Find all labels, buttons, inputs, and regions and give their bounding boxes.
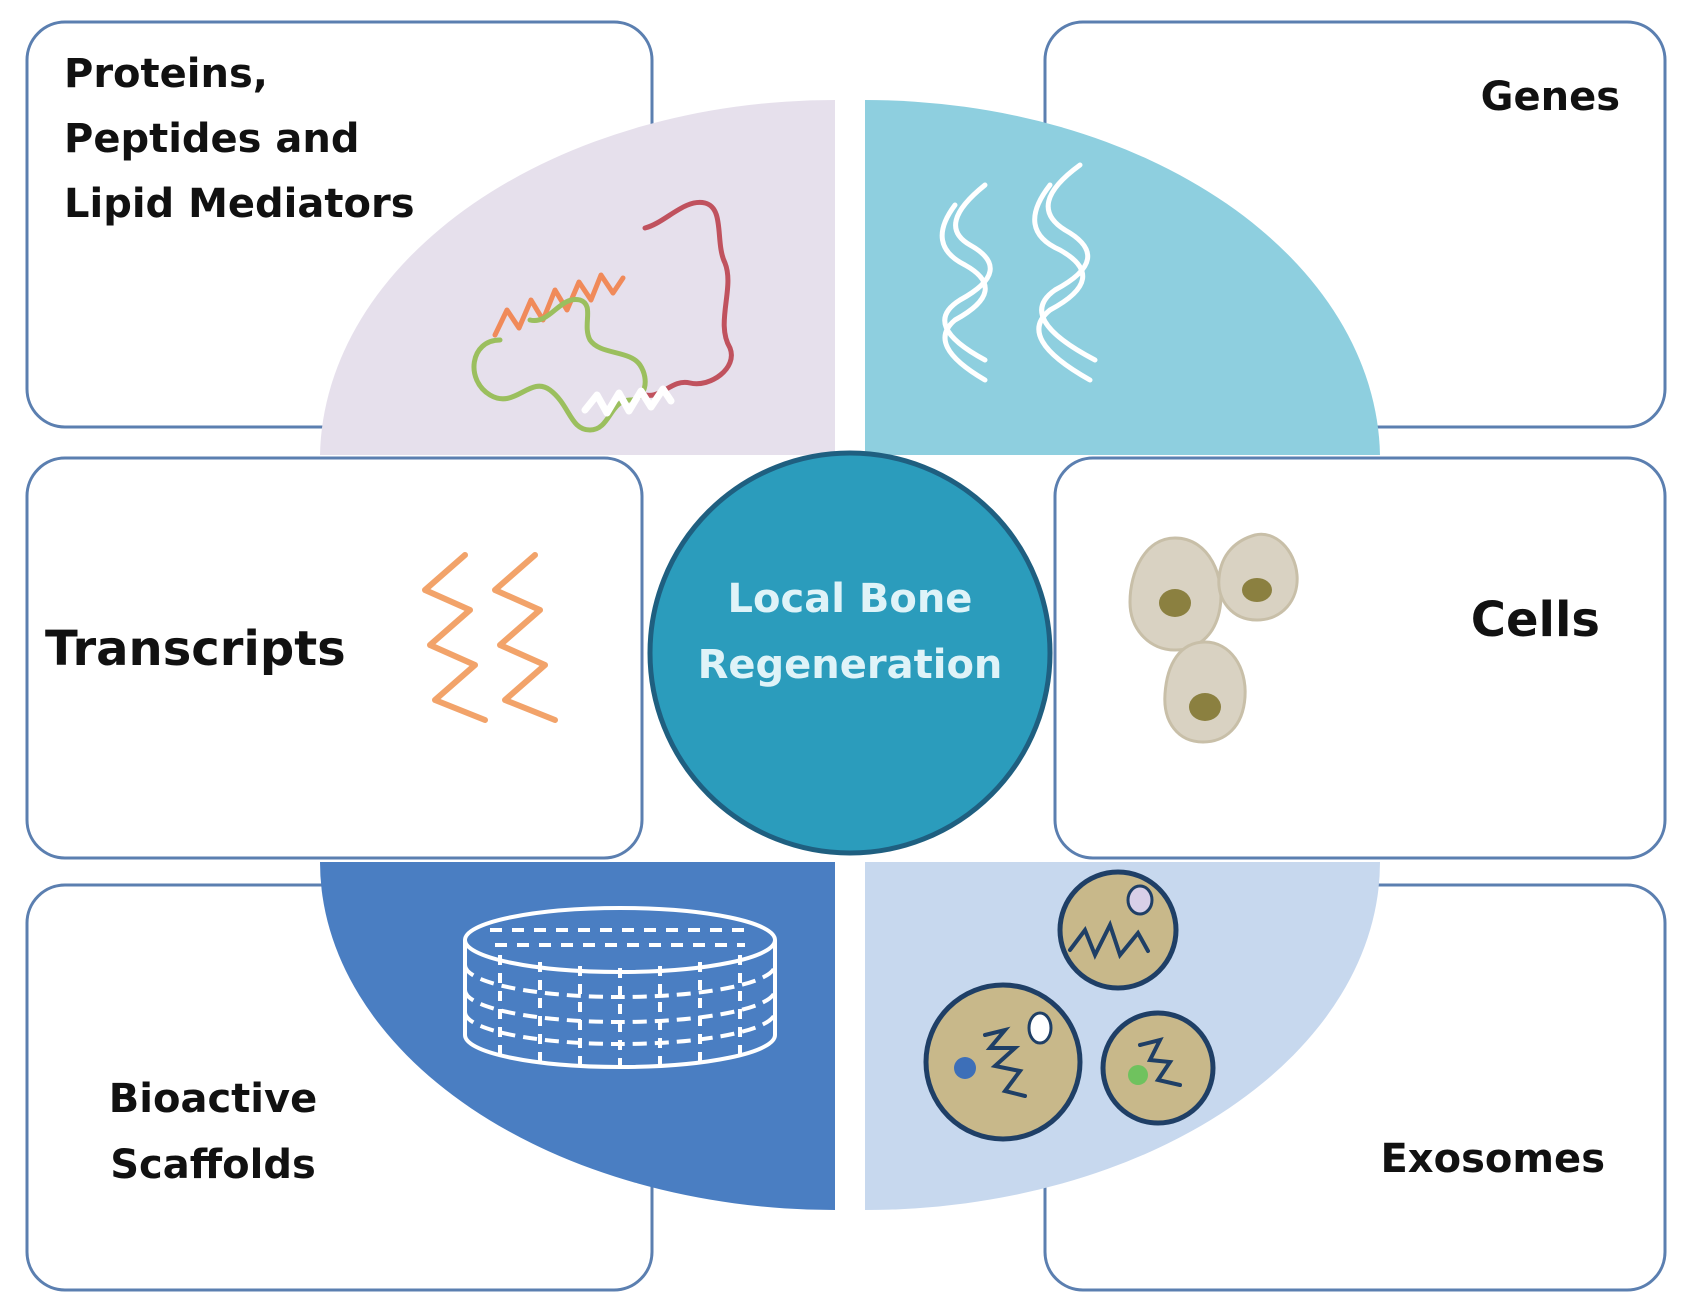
exosomes-label: Exosomes xyxy=(1380,1136,1605,1182)
proteins-label-line2: Peptides and xyxy=(64,116,360,162)
rna-strand-icon xyxy=(422,552,558,723)
protein-chain-icon xyxy=(471,199,734,433)
cells-label: Cells xyxy=(1471,592,1600,648)
center-title-line1: Local Bone xyxy=(728,576,973,622)
center-title-line2: Regeneration xyxy=(698,642,1003,688)
scaffolds-label-line2: Scaffolds xyxy=(110,1142,316,1188)
proteins-label-line1: Proteins, xyxy=(64,51,268,97)
genes-quadrant xyxy=(865,100,1380,455)
transcripts-label: Transcripts xyxy=(45,621,346,677)
scaffold-cylinder-icon xyxy=(463,906,777,1069)
exosome-icon xyxy=(923,869,1216,1142)
cell-icon xyxy=(1128,532,1299,744)
scaffolds-label-line1: Bioactive xyxy=(109,1076,317,1122)
center-circle xyxy=(647,450,1053,856)
genes-label: Genes xyxy=(1481,74,1620,120)
dna-helix-icon xyxy=(939,162,1098,383)
proteins-label-line3: Lipid Mediators xyxy=(64,181,415,227)
scaffolds-quadrant xyxy=(320,862,835,1210)
cells-box xyxy=(1053,456,1667,860)
transcripts-box xyxy=(25,456,644,860)
proteins-quadrant xyxy=(320,100,835,455)
